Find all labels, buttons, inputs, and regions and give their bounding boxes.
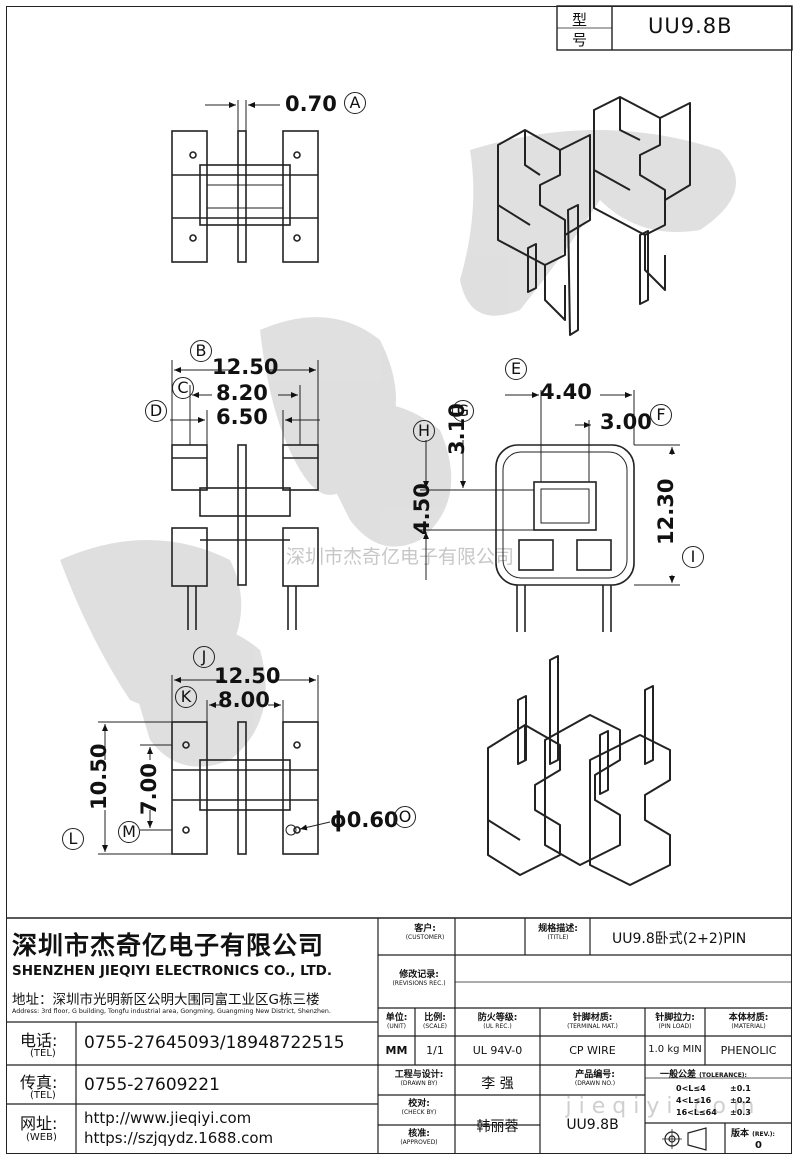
dim-g-value: 3.10	[445, 403, 469, 455]
pinload-value: 1.0 kg MIN	[648, 1044, 702, 1055]
web-label: 网址:	[20, 1114, 58, 1133]
side-view	[420, 390, 680, 632]
dim-k-value: 8.00	[218, 688, 270, 712]
check-label: 校对:(CHECK BY)	[401, 1099, 437, 1116]
dim-k-mark: K	[175, 686, 197, 708]
version-label: 版本 (REV.):	[731, 1129, 775, 1139]
unit-label: 单位:(UNIT)	[385, 1013, 408, 1030]
web-sub: (WEB)	[26, 1132, 57, 1143]
tol-value-1: ±0.1	[730, 1084, 751, 1093]
tolerance-label: 一般公差 (TOLERANCE):	[660, 1070, 747, 1080]
fax-sub: (TEL)	[30, 1090, 56, 1101]
dim-h-value: 4.50	[410, 483, 434, 535]
dim-d-mark: D	[145, 400, 167, 422]
dim-h-mark: H	[413, 420, 435, 442]
drawing-frame	[6, 6, 792, 1154]
dim-f-value: 3.00	[600, 410, 652, 434]
model-box	[556, 5, 793, 51]
dim-c-mark: C	[172, 377, 194, 399]
approved-value: 韩丽蓉	[476, 1119, 519, 1135]
dim-i-mark: I	[682, 546, 704, 568]
web-link-1[interactable]: http://www.jieqiyi.com	[84, 1109, 252, 1127]
dim-l-value: 10.50	[87, 743, 111, 810]
dim-f-mark: F	[650, 404, 672, 426]
approved-label: 核准:(APPROVED)	[400, 1129, 438, 1146]
scale-label: 比例:(SCALE)	[423, 1013, 447, 1030]
tel-label: 电话:	[20, 1031, 58, 1050]
web-link-2[interactable]: https://szjqydz.1688.com	[84, 1129, 274, 1147]
dim-a-value: 0.70	[285, 92, 337, 116]
tol-value-3: ±0.3	[730, 1108, 751, 1117]
drawing-no-value: UU9.8B	[566, 1117, 619, 1133]
dim-o-mark: O	[394, 806, 416, 828]
front-view	[170, 360, 320, 630]
tel-sub: (TEL)	[30, 1048, 56, 1059]
drawing-no-label: 产品编号:(DRAWN NO.)	[574, 1070, 616, 1087]
pinload-label: 针脚拉力:(PIN LOAD)	[655, 1013, 695, 1030]
dim-i-value: 12.30	[654, 478, 678, 545]
fax-label: 传真:	[20, 1073, 58, 1092]
dim-c-value: 8.20	[216, 381, 268, 405]
company-address-en: Address: 3rd floor, G building, Tongfu i…	[12, 1008, 331, 1015]
terminal-value: CP WIRE	[569, 1044, 616, 1057]
dim-a-mark: A	[344, 92, 366, 114]
dim-m-value: 7.00	[137, 763, 161, 815]
company-address-cn: 地址：深圳市光明新区公明大围同富工业区G栋三楼	[12, 992, 320, 1008]
isometric-view-top	[497, 96, 691, 336]
company-name-cn: 深圳市杰奇亿电子有限公司	[12, 931, 325, 960]
tol-range-3: 16<L≤64	[676, 1108, 717, 1117]
dim-b-value: 12.50	[212, 355, 279, 379]
title-label: 规格描述:(TITLE)	[538, 924, 578, 941]
title-block-grid	[6, 917, 792, 1154]
dim-g-mark: G	[452, 400, 474, 422]
tol-value-2: ±0.2	[730, 1096, 751, 1105]
customer-label: 客户:(CUSTOMER)	[405, 924, 445, 941]
ul-label: 防火等级:(UL REC.)	[477, 1013, 518, 1030]
drawn-value: 李 强	[481, 1076, 514, 1092]
tel-value: 0755-27645093/18948722515	[84, 1033, 345, 1053]
title-value: UU9.8卧式(2+2)PIN	[612, 931, 747, 947]
dim-b-mark: B	[190, 340, 212, 362]
top-view	[171, 100, 319, 263]
ul-value: UL 94V-0	[472, 1044, 523, 1057]
dim-j-mark: J	[193, 646, 215, 668]
model-label-2: 号	[572, 31, 588, 49]
unit-value: MM	[385, 1044, 408, 1057]
material-label: 本体材质:(MATERIAL)	[728, 1013, 769, 1030]
watermark-center: 深圳市杰奇亿电子有限公司	[286, 546, 514, 568]
watermark-url: j i e q i y i . c o m	[565, 1094, 755, 1119]
fax-value: 0755-27609221	[84, 1075, 220, 1095]
model-label-1: 型	[572, 11, 588, 29]
company-name-en: SHENZHEN JIEQIYI ELECTRONICS CO., LTD.	[12, 963, 333, 979]
dim-j-value: 12.50	[214, 664, 281, 688]
scale-value: 1/1	[426, 1044, 444, 1057]
dim-m-mark: M	[118, 821, 140, 843]
watermark-logo	[60, 130, 736, 767]
dim-l-mark: L	[62, 828, 84, 850]
dim-d-value: 6.50	[216, 405, 268, 429]
model-value: UU9.8B	[648, 14, 733, 38]
tol-range-1: 0<L≤4	[676, 1084, 706, 1093]
version-value: 0	[755, 1140, 762, 1151]
revisions-label: 修改记录:(REVISIONS REC.)	[392, 970, 446, 987]
dim-o-value: ϕ0.60	[330, 808, 399, 832]
dim-e-mark: E	[505, 358, 527, 380]
tol-range-2: 4<L≤16	[676, 1096, 712, 1105]
bottom-view	[98, 675, 331, 855]
material-value: PHENOLIC	[720, 1044, 777, 1057]
dim-e-value: 4.40	[540, 380, 592, 404]
terminal-label: 针脚材质:(TERMINAL MAT.)	[567, 1013, 618, 1030]
isometric-view-bottom	[487, 655, 671, 886]
drawn-label: 工程与设计:(DRAWN BY)	[394, 1070, 444, 1087]
